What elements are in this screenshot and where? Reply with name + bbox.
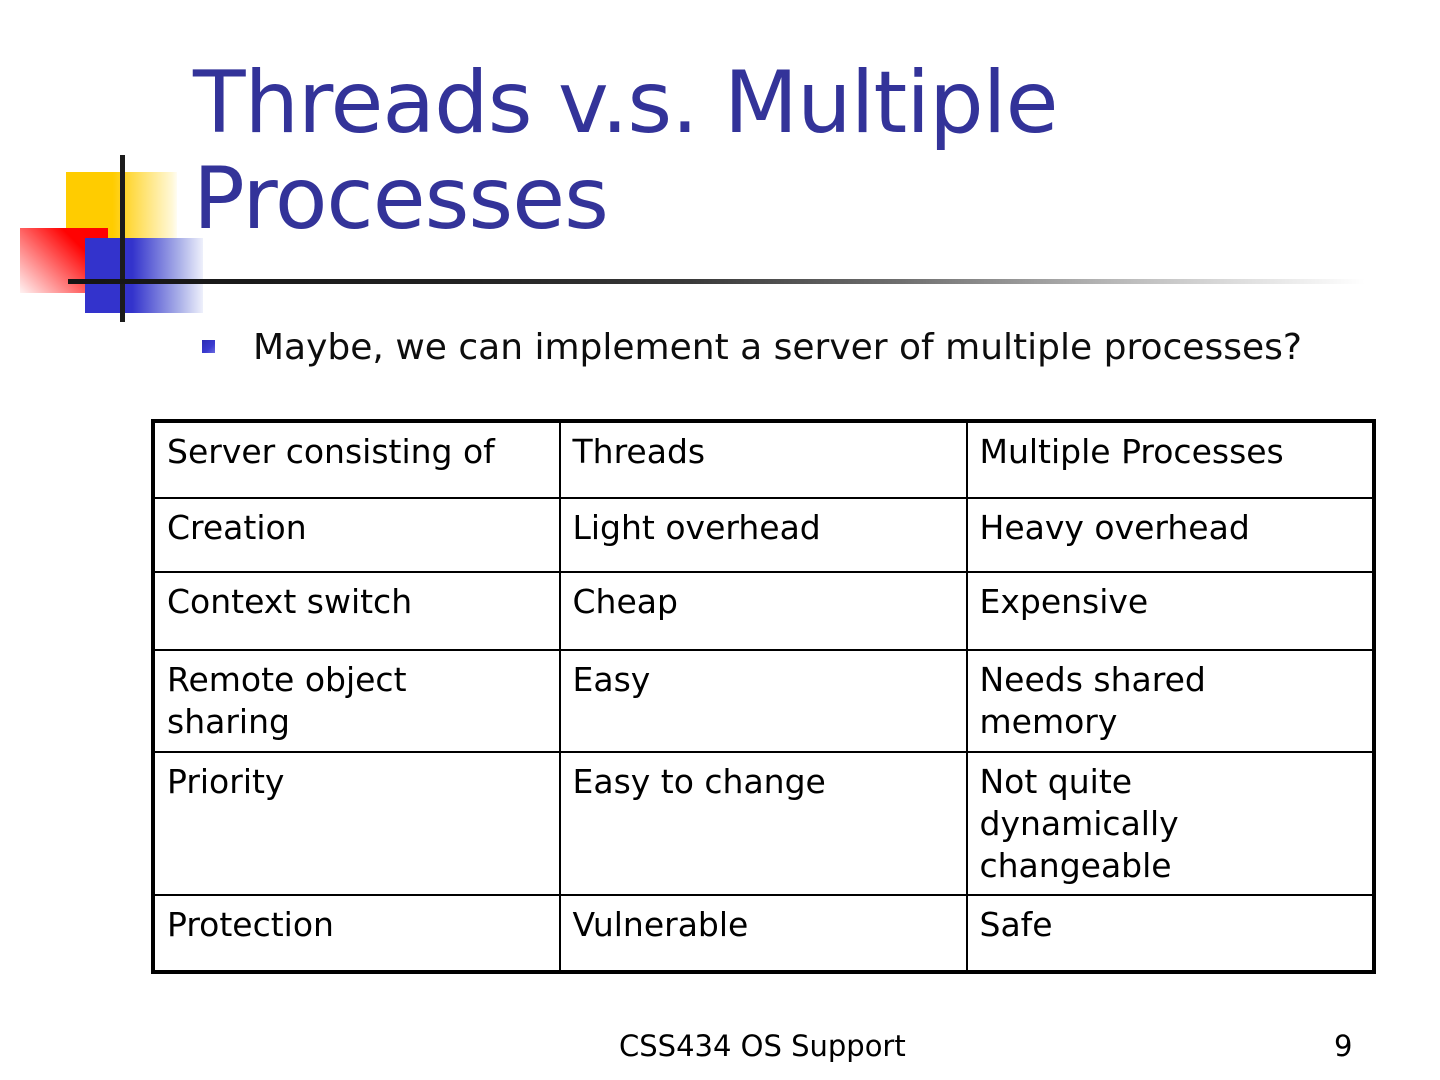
table-header-cell: Threads (558, 420, 968, 499)
table-row: Context switch Cheap Expensive (152, 570, 1375, 651)
decor-vertical-line (120, 155, 125, 322)
slide-title: Threads v.s. Multiple Processes (193, 55, 1373, 247)
comparison-table: Server consisting of Threads Multiple Pr… (151, 419, 1376, 974)
table-row: Priority Easy to change Not quite dynami… (152, 750, 1375, 896)
table-cell: Expensive (965, 570, 1375, 651)
table-cell: Protection (152, 893, 561, 973)
table-cell: Easy to change (558, 750, 968, 896)
table-cell: Not quite dynamically changeable (965, 750, 1375, 896)
table-cell: Easy (558, 648, 968, 753)
table-row: Remote object sharing Easy Needs shared … (152, 648, 1375, 753)
table-cell: Remote object sharing (152, 648, 561, 753)
table-cell: Context switch (152, 570, 561, 651)
table-header-cell: Server consisting of (152, 420, 561, 499)
table-header-row: Server consisting of Threads Multiple Pr… (152, 420, 1375, 499)
table-cell: Needs shared memory (965, 648, 1375, 753)
table-cell: Creation (152, 496, 561, 573)
slide-title-line2: Processes (193, 149, 609, 249)
table-row: Protection Vulnerable Safe (152, 893, 1375, 973)
table-cell: Safe (965, 893, 1375, 973)
table-cell: Cheap (558, 570, 968, 651)
table-cell: Vulnerable (558, 893, 968, 973)
title-underline-rule (68, 279, 1365, 284)
footer-page-number: 9 (1334, 1029, 1353, 1063)
table-row: Creation Light overhead Heavy overhead (152, 496, 1375, 573)
bullet-square-icon (202, 340, 215, 353)
decor-blue-square (85, 238, 203, 313)
table-cell: Heavy overhead (965, 496, 1375, 573)
footer-course-label: CSS434 OS Support (619, 1029, 906, 1063)
bullet-text: Maybe, we can implement a server of mult… (253, 327, 1302, 368)
table-header-cell: Multiple Processes (965, 420, 1375, 499)
table-cell: Priority (152, 750, 561, 896)
table-cell: Light overhead (558, 496, 968, 573)
slide-title-line1: Threads v.s. Multiple (193, 53, 1059, 153)
